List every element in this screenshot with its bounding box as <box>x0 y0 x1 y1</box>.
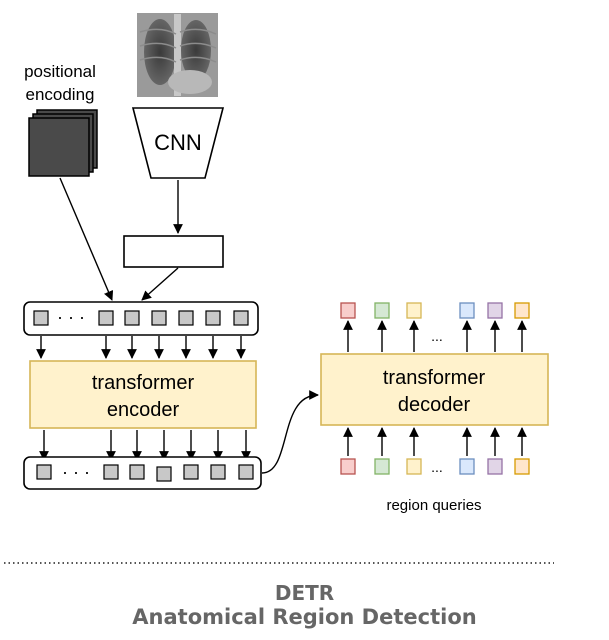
arrow-posenc-to-tokens <box>59 177 114 301</box>
token-ellipsis-top: · · · <box>57 307 85 327</box>
decoder-label-2: decoder <box>398 394 471 416</box>
encoder-label-1: transformer <box>92 372 195 394</box>
arrows-tokens-to-encoder <box>36 336 246 359</box>
positional-encoding-label-2: encoding <box>25 85 94 104</box>
output-ellipsis: ... <box>431 328 443 344</box>
arrow-encoder-to-decoder <box>261 390 319 474</box>
feature-map-box <box>123 235 224 268</box>
encoder-output-row: · · · <box>23 456 262 490</box>
arrows-encoder-to-outputs <box>39 430 251 461</box>
positional-encoding-label-1: positional <box>24 62 96 81</box>
positional-encoding-stack <box>28 109 98 177</box>
query-ellipsis: ... <box>431 459 443 475</box>
cnn-block: CNN <box>131 107 225 179</box>
transformer-encoder: transformer encoder <box>29 360 257 429</box>
encoder-label-2: encoder <box>107 399 180 421</box>
arrows-queries-to-decoder <box>343 427 527 456</box>
region-query-boxes: ... <box>340 458 530 475</box>
caption-title: DETR <box>274 581 335 605</box>
decoder-output-boxes: ... <box>340 302 530 344</box>
chest-xray-icon <box>137 13 218 97</box>
caption-subtitle: Anatomical Region Detection <box>132 605 477 629</box>
decoder-label-1: transformer <box>383 367 486 389</box>
cnn-label: CNN <box>154 130 202 155</box>
token-ellipsis-bottom: · · · <box>62 462 90 482</box>
region-queries-label: region queries <box>386 497 481 514</box>
arrow-features-to-tokens <box>141 267 179 301</box>
input-token-row: · · · <box>23 301 259 336</box>
arrows-decoder-to-outputs <box>343 320 527 352</box>
transformer-decoder: transformer decoder <box>320 353 549 426</box>
